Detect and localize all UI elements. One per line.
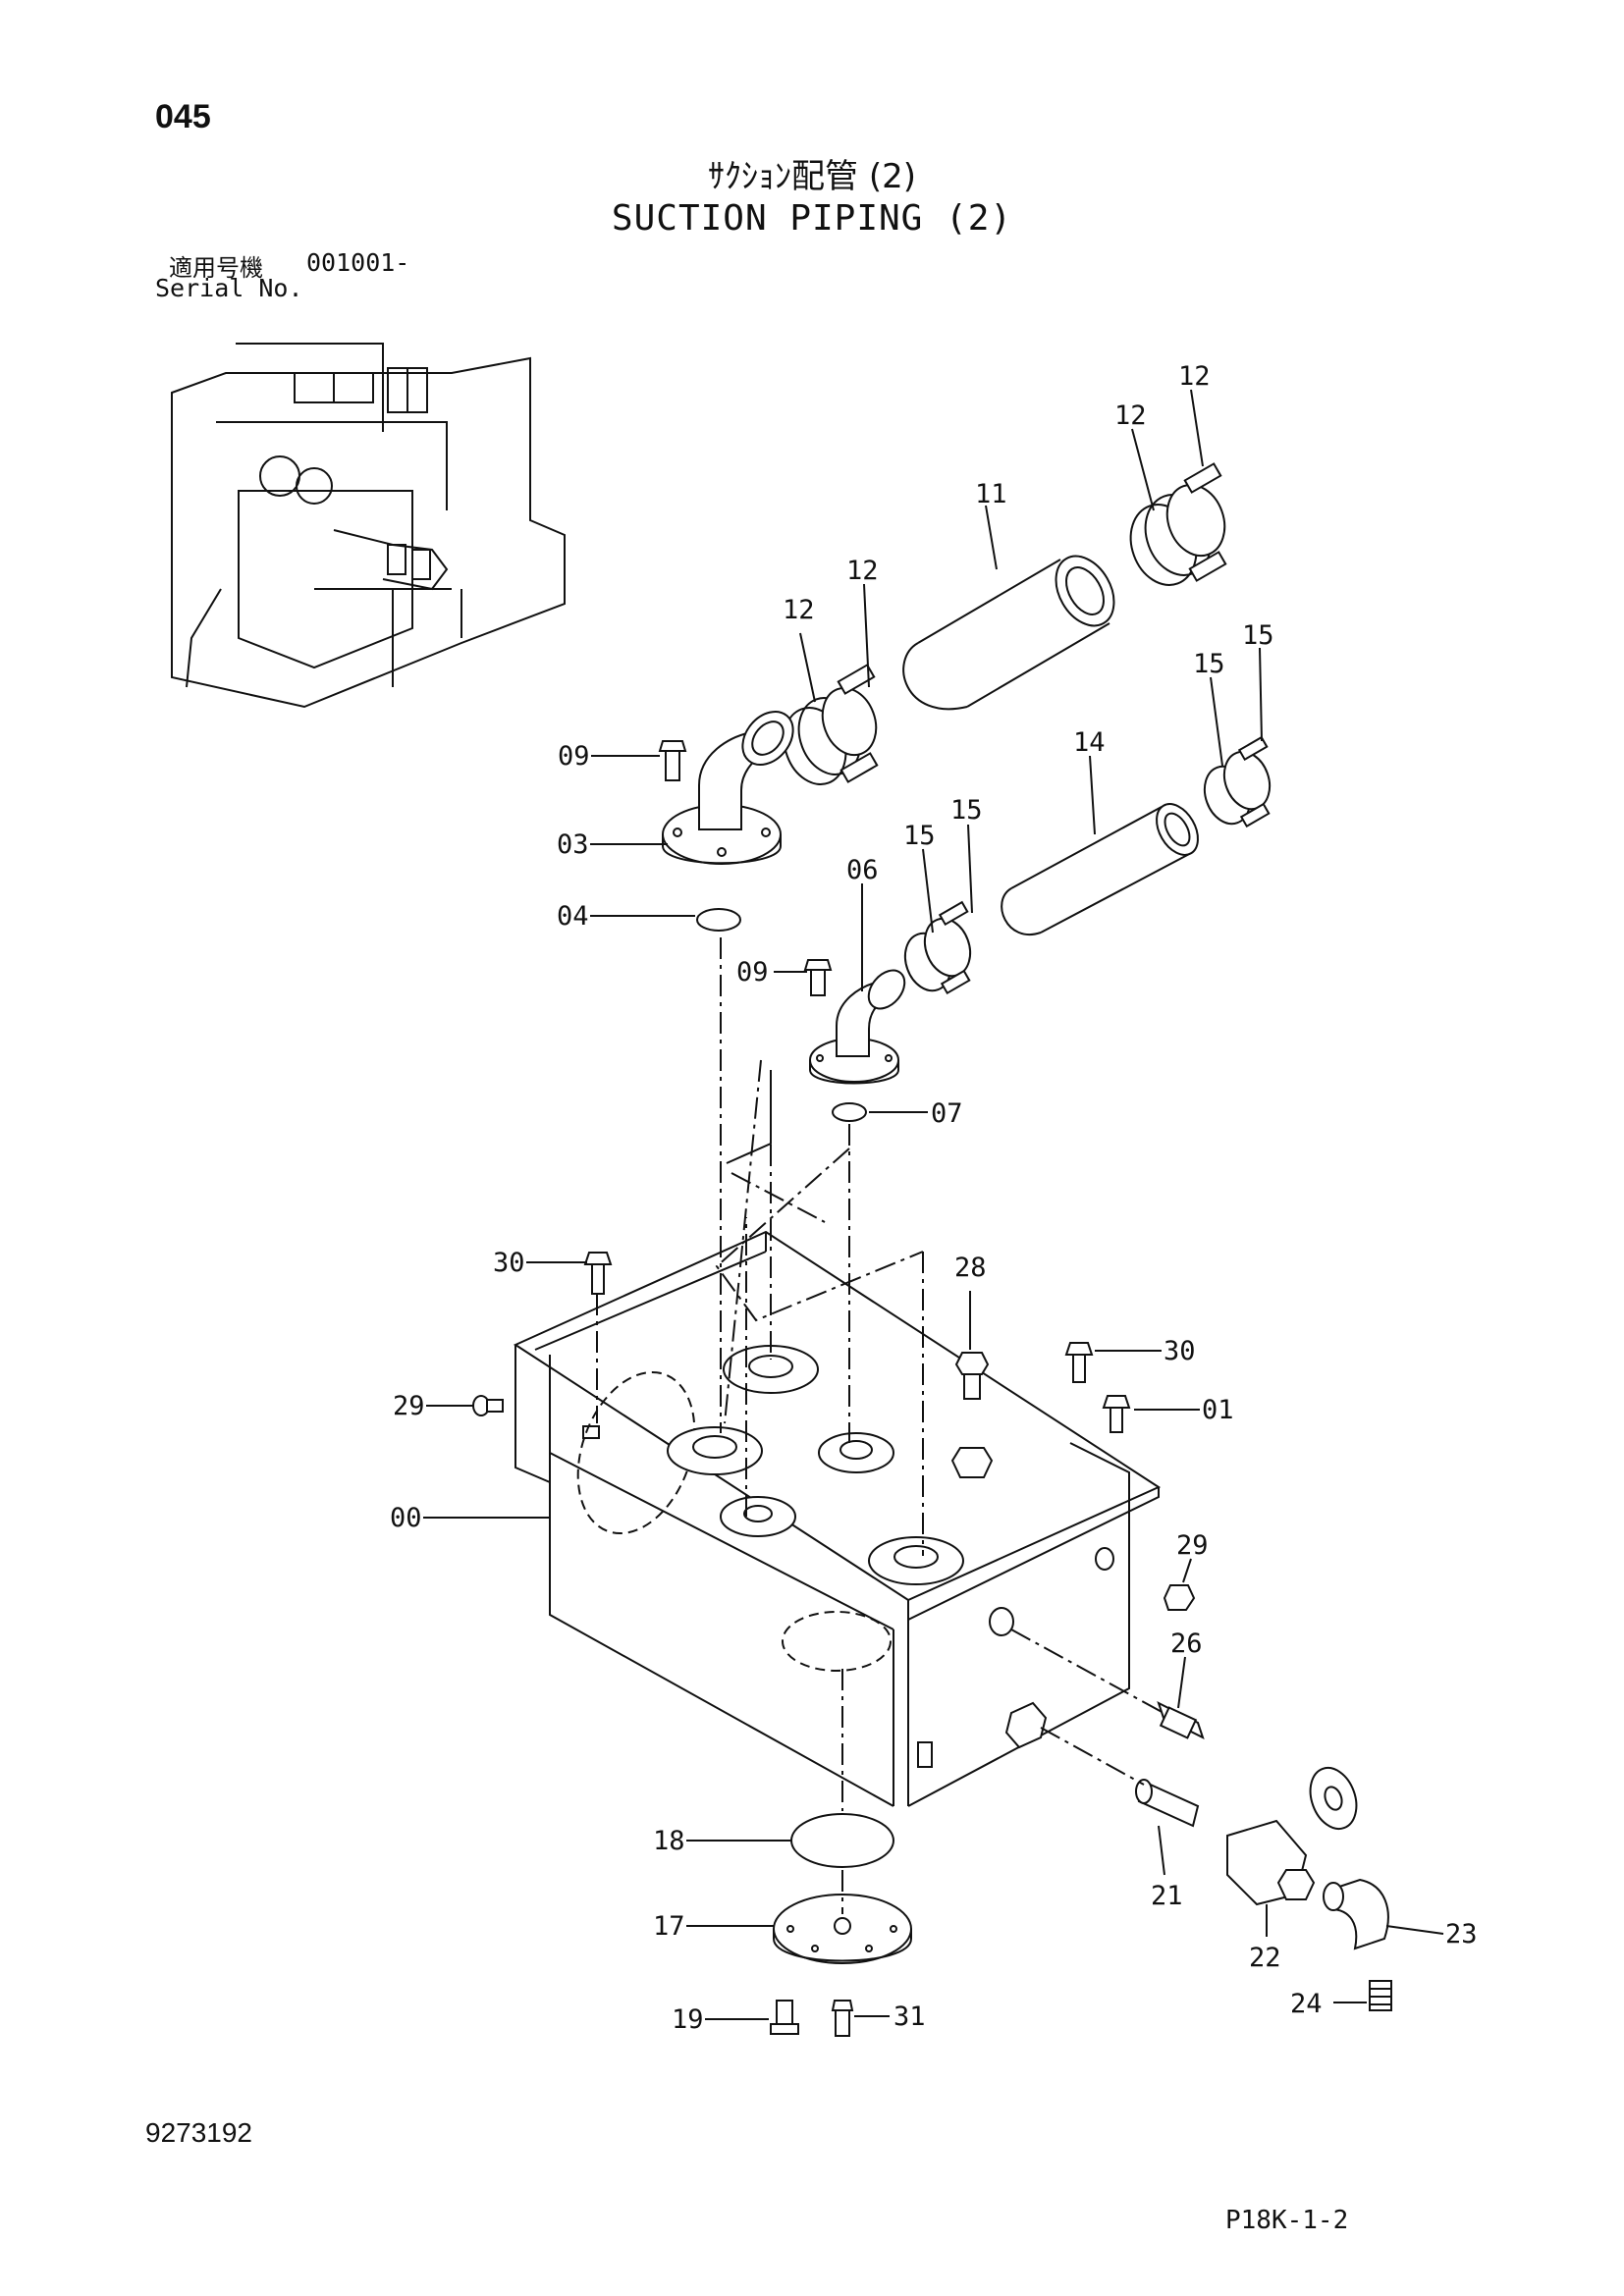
callout-12: 12 — [783, 595, 815, 625]
callout-12: 12 — [846, 556, 879, 586]
bolt-09-upper — [658, 740, 687, 781]
title-english: SUCTION PIPING (2) — [611, 198, 1013, 239]
callout-07: 07 — [931, 1098, 963, 1129]
callout-09: 09 — [558, 741, 590, 772]
valve-22 — [1226, 1767, 1358, 1906]
elbow-23 — [1323, 1878, 1389, 1950]
bolt-31 — [831, 2000, 854, 2037]
clamp-15-upper — [1203, 735, 1272, 828]
page-number: 045 — [155, 98, 211, 135]
callout-00: 00 — [390, 1503, 422, 1533]
bolt-19 — [770, 2000, 799, 2035]
elbow-flange-06 — [809, 969, 906, 1085]
callout-18: 18 — [653, 1826, 685, 1856]
o-ring-18 — [790, 1813, 894, 1868]
callout-29: 29 — [393, 1391, 425, 1421]
document-number: 9273192 — [145, 2117, 253, 2148]
leader-lines — [423, 389, 1444, 2020]
elbow-flange-03 — [662, 711, 794, 865]
callout-09: 09 — [736, 957, 769, 988]
callout-30: 30 — [1164, 1336, 1196, 1366]
callout-01: 01 — [1202, 1395, 1234, 1425]
callout-29: 29 — [1176, 1530, 1209, 1561]
callout-12: 12 — [1178, 361, 1211, 392]
bolt-09-lower — [803, 959, 833, 996]
callout-15: 15 — [950, 795, 983, 826]
plug-28 — [950, 1352, 994, 1478]
callout-15: 15 — [903, 821, 936, 851]
plug-29-left — [472, 1395, 504, 1416]
nipple-21 — [1135, 1779, 1200, 1828]
serial-label-japanese: 適用号機 — [169, 254, 263, 282]
clamp-12-upper — [1129, 462, 1227, 586]
serial-label-english: Serial No. — [155, 274, 303, 302]
callout-06: 06 — [846, 855, 879, 885]
assembly-centerlines — [596, 937, 1164, 1914]
callout-14: 14 — [1073, 727, 1106, 758]
clamp-12-lower — [783, 664, 879, 785]
o-ring-04 — [696, 908, 741, 932]
callout-26: 26 — [1170, 1629, 1203, 1659]
callout-23: 23 — [1445, 1919, 1478, 1949]
callout-31: 31 — [893, 2002, 926, 2032]
tank-port-flanges — [667, 1345, 964, 1585]
callout-17: 17 — [653, 1911, 685, 1942]
plug-29-right — [1095, 1547, 1196, 1611]
o-ring-07 — [832, 1102, 867, 1122]
figure-reference: P18K-1-2 — [1225, 2206, 1349, 2235]
callout-11: 11 — [975, 479, 1007, 509]
callout-03: 03 — [557, 829, 589, 860]
callout-15: 15 — [1242, 620, 1274, 651]
bolt-01 — [1102, 1395, 1131, 1433]
callout-22: 22 — [1249, 1943, 1281, 1973]
hose-14 — [1001, 803, 1199, 935]
bolt-30-right — [1064, 1342, 1094, 1383]
serial-value: 001001- — [306, 248, 410, 277]
callout-04: 04 — [557, 901, 589, 932]
callout-24: 24 — [1290, 1989, 1323, 2019]
clamp-15-lower — [903, 900, 972, 995]
hose-11 — [902, 555, 1115, 711]
side-port-fittings — [989, 1607, 1205, 1749]
callout-28: 28 — [954, 1253, 987, 1283]
hydraulic-tank-00 — [513, 1230, 1162, 1807]
callout-21: 21 — [1151, 1881, 1183, 1911]
callout-labels: 12 12 12 12 11 15 15 15 15 14 09 03 04 0… — [390, 361, 1478, 2035]
callout-19: 19 — [672, 2004, 704, 2035]
callout-15: 15 — [1193, 649, 1225, 679]
bolt-30-left — [583, 1252, 613, 1295]
cover-17 — [773, 1894, 912, 1964]
plug-24 — [1369, 1980, 1392, 2011]
callout-30: 30 — [493, 1248, 525, 1278]
title-japanese: ｻｸｼｮﾝ配管 (2) — [708, 157, 916, 196]
location-thumbnail — [171, 343, 566, 709]
callout-12: 12 — [1114, 400, 1147, 431]
